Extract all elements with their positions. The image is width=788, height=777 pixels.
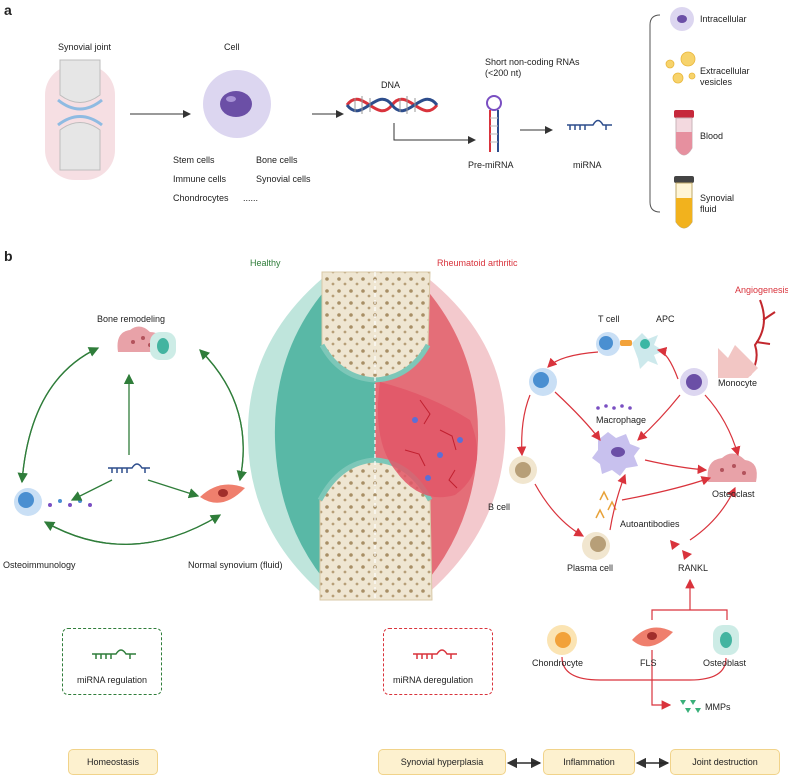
- dot-chain-healthy: [48, 499, 92, 507]
- cell-type-ellipsis: ......: [243, 193, 259, 203]
- mirna-deregulation-icon: [413, 649, 457, 659]
- mirna-center-icon: [108, 463, 150, 473]
- apc-label: APC: [656, 314, 675, 324]
- monocyte-cell: [680, 368, 708, 396]
- fibroblast-cell: [200, 484, 245, 503]
- pre-mirna-icon: [486, 95, 502, 152]
- ra-label: Rheumatoid arthritic: [437, 258, 518, 268]
- autoantibodies-label: Autoantibodies: [620, 519, 680, 529]
- osteoblast-cell: [713, 625, 739, 655]
- plasma-cell: [582, 532, 610, 560]
- mirna-regulation-icon: [92, 649, 136, 659]
- monocyte-label: Monocyte: [718, 378, 758, 388]
- joint-illustration: [247, 271, 506, 601]
- joint-destruction-pill: Joint destruction: [670, 749, 780, 775]
- cell-type-chondrocytes: Chondrocytes: [173, 193, 229, 203]
- source-extracellular-vesicles: Extracellular vesicles: [700, 66, 750, 87]
- cell-type-immune: Immune cells: [173, 174, 227, 184]
- osteoimmunology-cell: [14, 488, 42, 516]
- cell-type-synovial: Synovial cells: [256, 174, 311, 184]
- short-rna-sub-label: (<200 nt): [485, 68, 522, 78]
- osteoclast-cell: [707, 453, 757, 482]
- bone-remodeling-cells: [117, 326, 176, 360]
- source-synovial-fluid: Synovial fluid: [700, 193, 735, 214]
- rankl-icon: [670, 540, 692, 560]
- fls-label: FLS: [640, 658, 657, 668]
- synovial-joint-icon: [45, 59, 115, 180]
- dna-label: DNA: [381, 80, 401, 90]
- normal-synovium-label: Normal synovium (fluid): [188, 560, 283, 570]
- intracellular-icon: [670, 7, 694, 31]
- macrophage-label: Macrophage: [596, 415, 647, 425]
- dna-icon: [345, 96, 439, 114]
- chondrocyte-cell: [547, 625, 577, 655]
- cell-icon: [203, 70, 271, 138]
- homeostasis-pill: Homeostasis: [68, 749, 158, 775]
- healthy-label: Healthy: [250, 258, 281, 268]
- mirna-deregulation-box: [383, 628, 493, 695]
- osteoclast-label: Osteoclast: [712, 489, 755, 499]
- activated-t-cell: [529, 368, 557, 396]
- mmps-label: MMPs: [705, 702, 731, 712]
- mirna-regulation-box: [62, 628, 162, 695]
- osteoblast-label: Osteoblast: [703, 658, 747, 668]
- angiogenesis-arrow: [718, 345, 758, 378]
- osteoimmunology-label: Osteoimmunology: [3, 560, 76, 570]
- mirna-label: miRNA: [573, 160, 602, 170]
- fls-cell: [632, 627, 673, 647]
- panel-a-letter: a: [4, 2, 12, 18]
- mirna-deregulation-label: miRNA deregulation: [393, 675, 474, 685]
- b-cell-label: B cell: [488, 502, 511, 512]
- b-cell: [509, 456, 537, 484]
- chondrocyte-label: Chondrocyte: [532, 658, 584, 668]
- synovial-hyperplasia-pill: Synovial hyperplasia: [378, 749, 506, 775]
- cell-label: Cell: [224, 42, 240, 52]
- angiogenesis-label: Angiogenesis: [735, 285, 788, 295]
- t-cell-label: T cell: [598, 314, 620, 324]
- bone-remodeling-label: Bone remodeling: [97, 314, 166, 324]
- extracellular-vesicles-icon: [665, 51, 696, 84]
- mirna-icon: [567, 119, 612, 130]
- macrophage-cell: [592, 432, 640, 476]
- panel-b-letter: b: [4, 248, 13, 264]
- source-intracellular: Intracellular: [700, 14, 747, 24]
- pre-mirna-label: Pre-miRNA: [468, 160, 514, 170]
- synovial-fluid-tube-icon: [674, 176, 694, 229]
- rankl-label: RANKL: [678, 563, 709, 573]
- blood-tube-icon: [674, 110, 694, 156]
- source-blood: Blood: [700, 131, 724, 141]
- macrophage-dots: [596, 404, 632, 410]
- synovial-joint-label: Synovial joint: [58, 42, 112, 52]
- short-rna-label: Short non-coding RNAs: [485, 57, 580, 67]
- t-cell-apc: [596, 332, 664, 369]
- mmps-icon: [680, 700, 701, 713]
- inflammation-pill: Inflammation: [543, 749, 635, 775]
- cell-type-stem: Stem cells: [173, 155, 215, 165]
- plasma-cell-label: Plasma cell: [567, 563, 614, 573]
- cell-type-bone: Bone cells: [256, 155, 298, 165]
- mirna-regulation-label: miRNA regulation: [77, 675, 148, 685]
